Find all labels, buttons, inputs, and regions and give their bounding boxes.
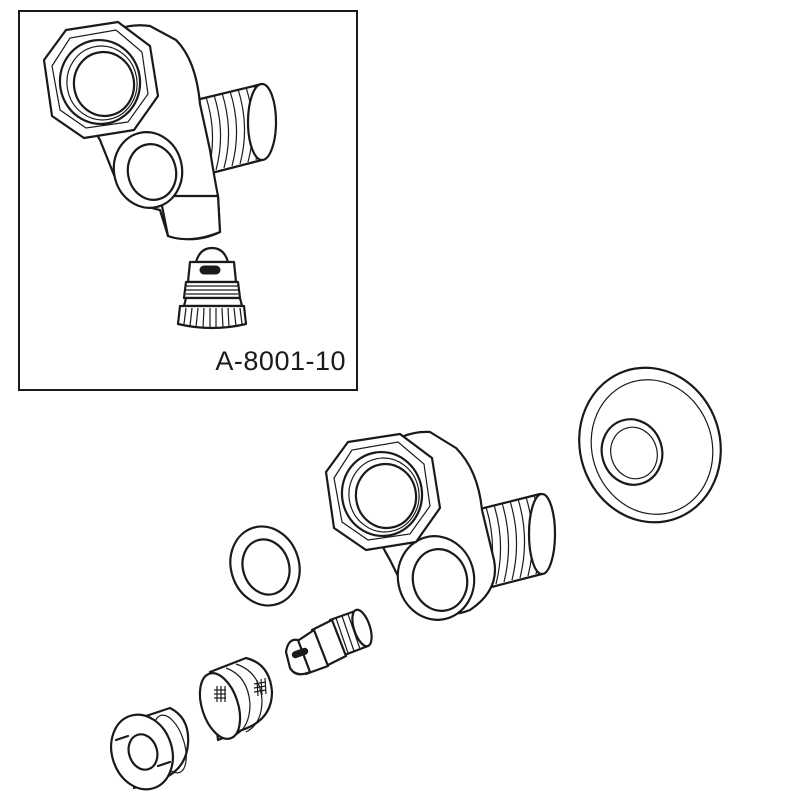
inset-fitting-body [42,20,278,241]
inset-cartridge [176,246,248,330]
valve-fitting-body [324,430,557,621]
part-number-label: A-8001-10 [215,346,346,376]
flat-washer [229,525,301,607]
check-valve-cartridge [284,608,373,676]
strainer-screen [198,656,274,742]
inset-detail-frame: A-8001-10 [18,10,358,391]
escutcheon-plate [578,366,722,524]
retaining-nut [110,706,190,791]
